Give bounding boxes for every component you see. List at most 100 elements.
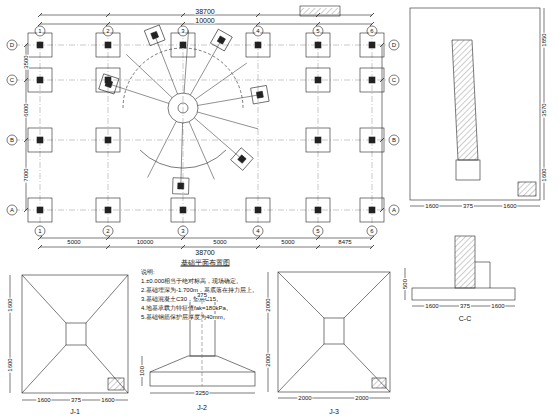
note-text: 5.基础钢筋保护层厚度为40mm。	[140, 314, 230, 320]
stair-radial	[189, 122, 214, 180]
dimension-text: 2000	[265, 297, 271, 312]
dim-tick	[38, 22, 42, 26]
axis-bubble	[389, 205, 399, 215]
drawing-label: 1	[37, 228, 42, 234]
footing	[28, 68, 52, 92]
footing-section-cc	[405, 236, 515, 306]
dim-tick	[24, 138, 28, 142]
grid-line	[183, 30, 184, 232]
note-text: 说明:	[140, 269, 156, 275]
drawing-label: C-C	[458, 315, 472, 322]
dimension-text: 3500	[23, 54, 29, 69]
axis-bubble	[7, 205, 17, 215]
axis-bubble	[7, 135, 17, 145]
dim-tick	[316, 245, 320, 249]
axis-bubble	[7, 40, 17, 50]
stair-radial	[126, 54, 172, 97]
footing	[28, 198, 52, 222]
dim-tick	[380, 43, 384, 47]
drawing-label: 10000	[136, 239, 155, 245]
note-text: 3.基础混凝土C30，垫层C15。	[140, 296, 223, 302]
drawing-label: 38700	[194, 8, 215, 15]
dim-tick	[24, 78, 28, 82]
drawing-label: 5000	[280, 239, 295, 245]
dim-tick	[106, 22, 110, 26]
drawing-label: A	[391, 207, 397, 213]
footing	[28, 128, 52, 152]
drawing-label: 5000	[66, 239, 81, 245]
dim-tick	[181, 245, 185, 249]
drawing-label: 1600	[100, 397, 115, 403]
stair-radial	[198, 95, 260, 106]
footing	[306, 198, 330, 222]
axis-bubble	[389, 40, 399, 50]
drawing-label: C	[391, 77, 397, 83]
dimension-text: 1850	[541, 32, 547, 47]
grid-line	[318, 30, 319, 232]
footing	[306, 33, 330, 57]
drawing-label: 4	[255, 228, 260, 234]
footing	[96, 128, 120, 152]
dim-tick	[256, 22, 260, 26]
dimension-text: 1600	[7, 357, 13, 372]
axis-bubble	[35, 226, 45, 236]
stair-radial	[197, 112, 258, 129]
dimension-text: 6000	[23, 102, 29, 117]
stair-radial	[148, 121, 177, 177]
dim-tick	[106, 13, 110, 17]
axis-bubble	[389, 75, 399, 85]
drawing-label: 1600	[424, 303, 439, 309]
drawing-label: C	[9, 77, 15, 83]
drawing-label: 3	[180, 228, 185, 234]
axis-bubble	[367, 226, 377, 236]
dim-tick	[38, 236, 42, 240]
footing	[306, 68, 330, 92]
drawing-label: 基础平面布置图	[180, 259, 231, 266]
dim-tick	[38, 245, 42, 249]
drawing-label: 6	[369, 28, 374, 34]
drawing-label: 6	[369, 228, 374, 234]
drawing-label: 38700	[194, 249, 215, 256]
drawing-label: 5	[315, 228, 320, 234]
dim-tick	[370, 22, 374, 26]
footing	[360, 198, 384, 222]
dimension-text: 500	[402, 278, 408, 290]
axis-bubble	[178, 226, 188, 236]
dim-tick	[370, 245, 374, 249]
dim-tick	[106, 245, 110, 249]
dimension-text: 2000	[265, 352, 271, 367]
axis-bubble	[178, 26, 188, 36]
dim-tick	[256, 13, 260, 17]
drawing-label: 375	[70, 397, 82, 403]
stair-radial	[155, 35, 178, 94]
dimension-text: 3570	[541, 102, 547, 117]
column-detail	[410, 8, 544, 206]
drawing-label: B	[391, 137, 397, 143]
drawing-label: 375	[459, 303, 471, 309]
drawing-label: 8475	[337, 239, 352, 245]
footing	[360, 68, 384, 92]
drawing-label: 1600	[36, 397, 51, 403]
footing-detail-j1	[10, 275, 128, 400]
grid-line	[14, 140, 388, 141]
drawing-label: 10000	[194, 17, 215, 24]
footing	[360, 33, 384, 57]
note-text: 1.±0.000相当于绝对标高，现场确定。	[140, 278, 243, 284]
grid-line	[40, 30, 41, 232]
drawing-label: 375	[462, 203, 474, 209]
footing	[246, 198, 270, 222]
grid-line	[14, 45, 388, 46]
drawing-label: 5000	[212, 239, 227, 245]
stair-radial	[195, 63, 246, 99]
drawing-label: D	[9, 42, 15, 48]
drawing-label: 3	[180, 28, 185, 34]
drawing-label: 1600	[424, 203, 439, 209]
grid-line	[14, 210, 388, 211]
dim-tick	[256, 245, 260, 249]
stair-radial	[109, 84, 169, 103]
dim-tick	[181, 236, 185, 240]
drawing-label: A	[9, 207, 15, 213]
footing	[28, 33, 52, 57]
